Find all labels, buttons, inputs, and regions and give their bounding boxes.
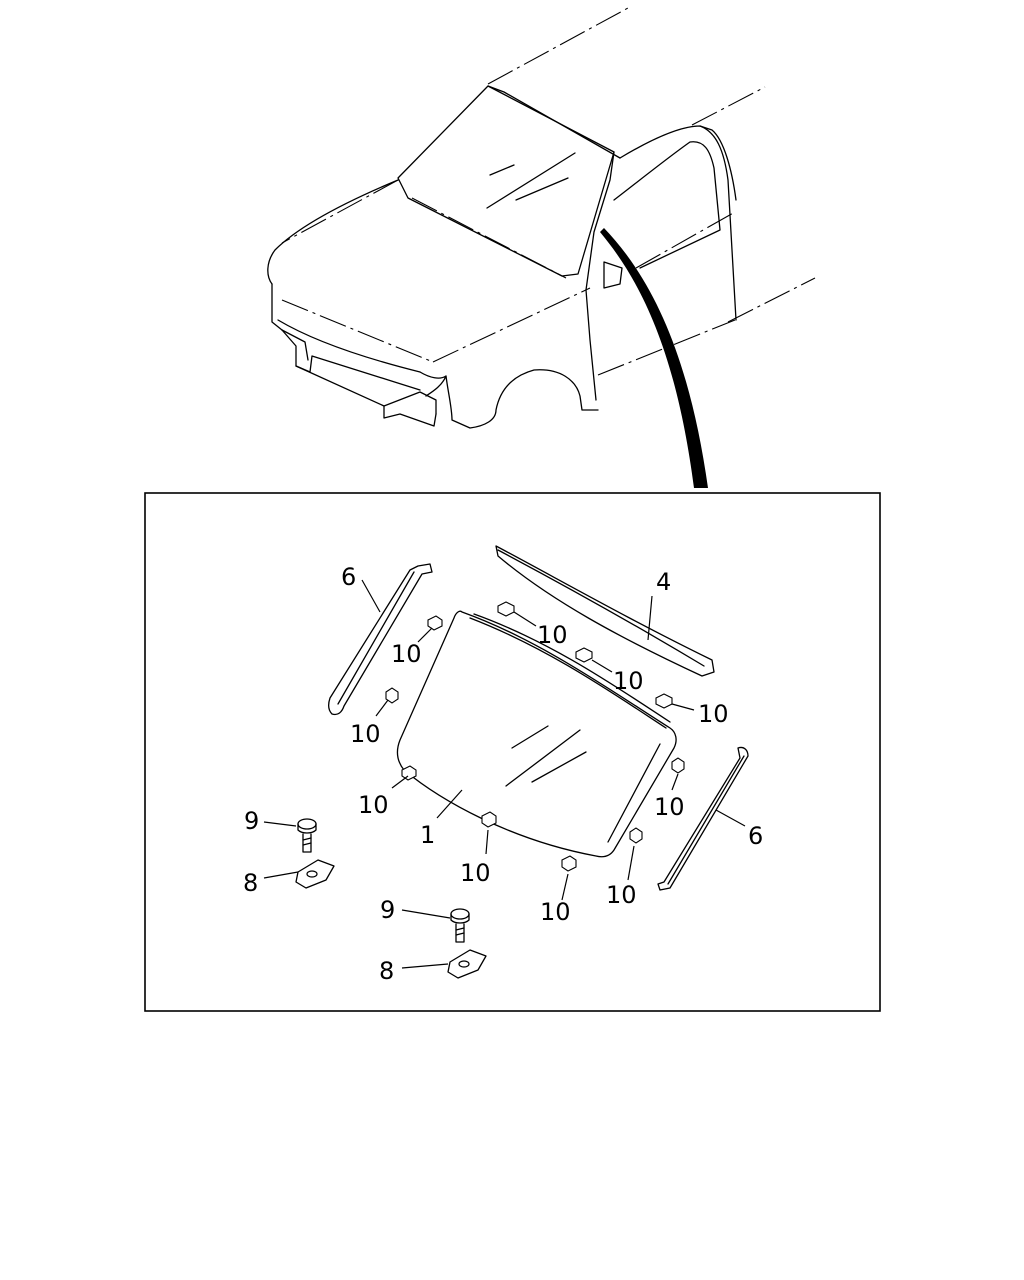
callout-clip-3: 10 <box>613 667 644 695</box>
callout-side-molding-left: 6 <box>341 563 356 591</box>
clip-5 <box>385 687 399 704</box>
callout-nut-center: 8 <box>379 957 394 985</box>
callout-bolt-center: 9 <box>380 896 395 924</box>
detail-frame <box>144 492 881 1012</box>
callout-labels: 6 4 6 1 9 8 9 8 10 10 10 10 10 10 10 10 … <box>243 563 763 985</box>
clip-1 <box>427 615 443 631</box>
clip-set <box>385 601 685 872</box>
side-molding-left <box>328 563 433 716</box>
callout-side-molding-right: 6 <box>748 822 763 850</box>
windshield-glass <box>396 610 677 858</box>
side-molding-right <box>657 746 749 891</box>
bolt-left <box>297 818 317 853</box>
callout-windshield: 1 <box>420 821 435 849</box>
nut-center <box>447 949 487 979</box>
callout-clip-5: 10 <box>350 720 381 748</box>
nut-left <box>295 859 335 889</box>
callout-clip-8: 10 <box>460 859 491 887</box>
callout-clip-6: 10 <box>358 791 389 819</box>
callout-clip-7: 10 <box>654 793 685 821</box>
callout-clip-10: 10 <box>540 898 571 926</box>
callout-clip-2: 10 <box>537 621 568 649</box>
clip-2 <box>497 601 515 617</box>
callout-clip-4: 10 <box>698 700 729 728</box>
callout-upper-molding: 4 <box>656 568 671 596</box>
clip-9 <box>629 827 643 844</box>
bolt-center <box>450 908 470 943</box>
clip-10 <box>561 855 577 872</box>
clip-4 <box>655 693 673 709</box>
vehicle-overview <box>267 7 816 488</box>
clip-6 <box>401 765 417 781</box>
clip-3 <box>575 647 593 663</box>
clip-8 <box>481 811 497 828</box>
upper-molding <box>495 545 715 677</box>
callout-clip-1: 10 <box>391 640 422 668</box>
leader-lines <box>263 579 746 969</box>
callout-clip-9: 10 <box>606 881 637 909</box>
callout-nut-left: 8 <box>243 869 258 897</box>
clip-7 <box>671 757 685 774</box>
callout-bolt-left: 9 <box>244 807 259 835</box>
